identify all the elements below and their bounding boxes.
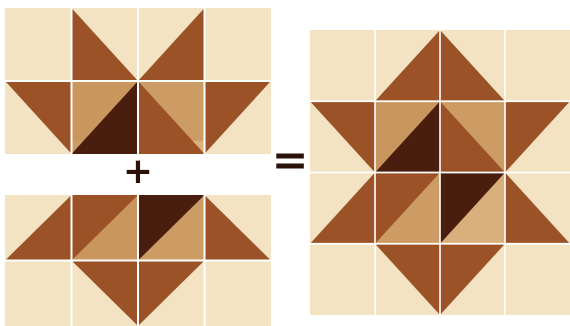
equals-sign: = <box>270 139 310 183</box>
finished-quilt-block <box>310 30 570 315</box>
plus-sign: + <box>120 154 156 190</box>
top-half-quilt-block <box>5 8 271 154</box>
bottom-half-quilt-block <box>5 195 271 326</box>
